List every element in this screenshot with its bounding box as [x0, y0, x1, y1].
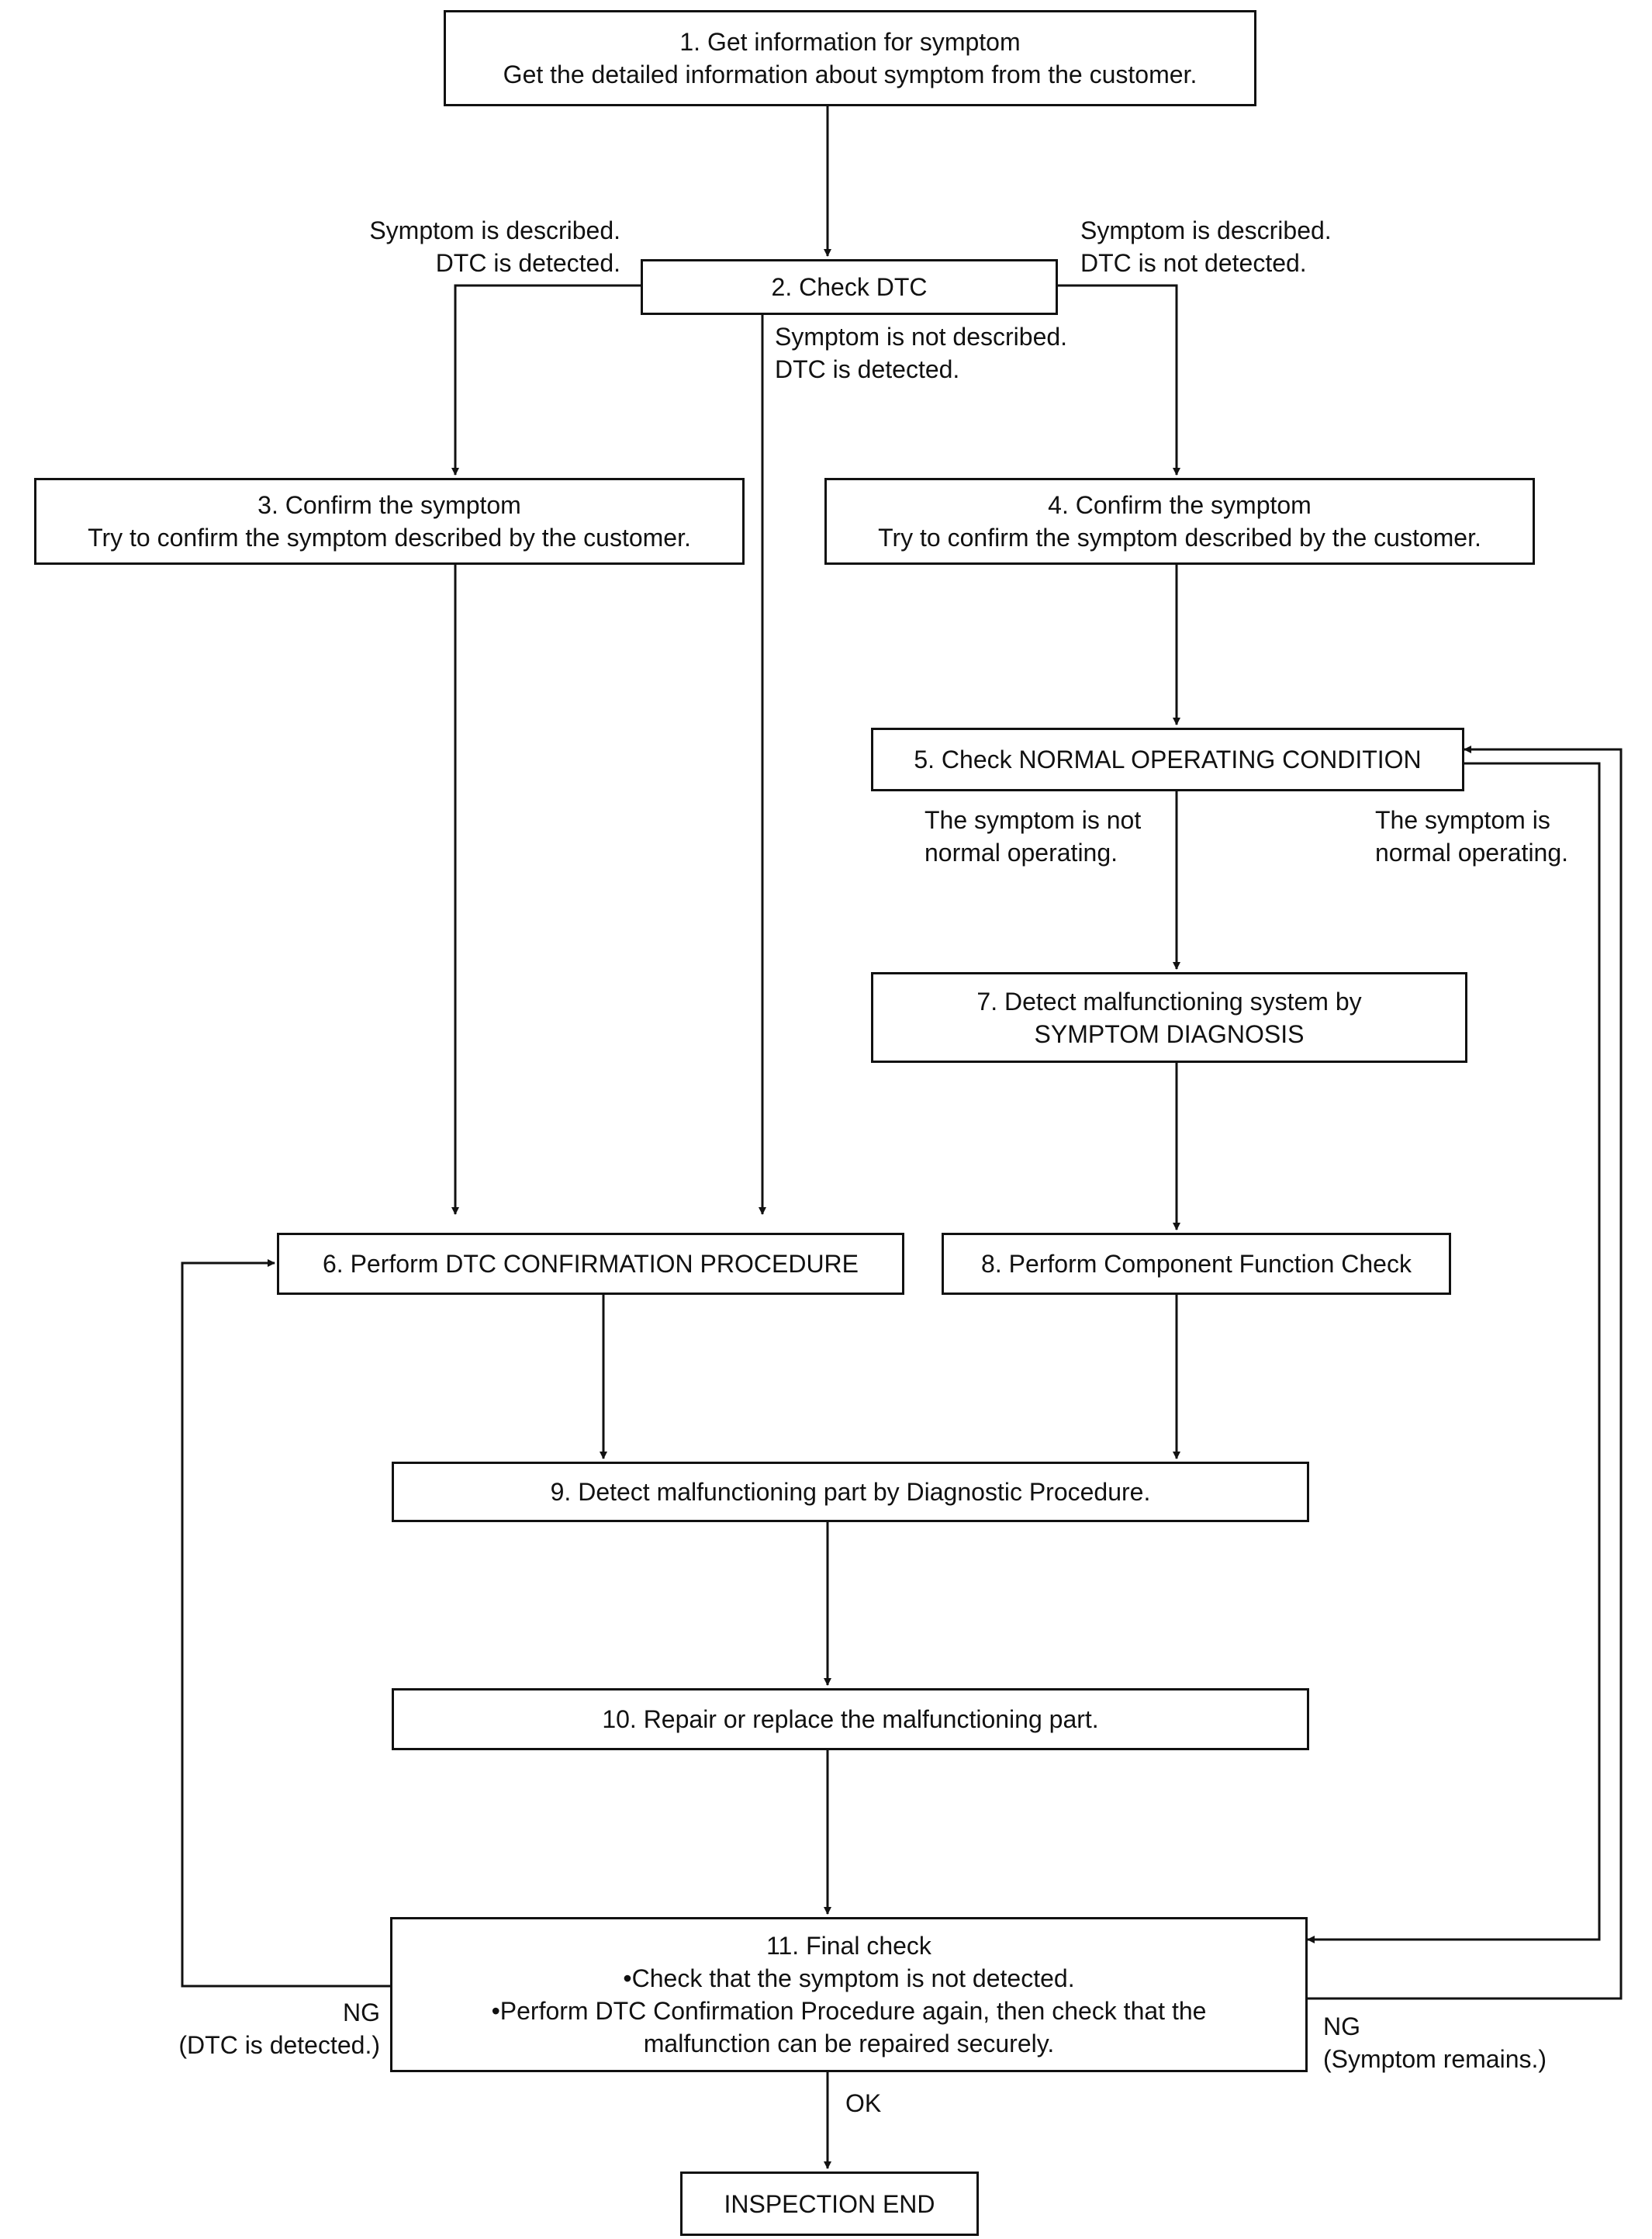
arrow-2-to-3	[451, 284, 641, 476]
inspection-end-box: INSPECTION END	[680, 2172, 979, 2236]
step-9-title: 9. Detect malfunctioning part by Diagnos…	[550, 1478, 1151, 1506]
step-9-box: 9. Detect malfunctioning part by Diagnos…	[392, 1462, 1309, 1522]
step-11-box: 11. Final check •Check that the symptom …	[390, 1917, 1308, 2072]
label-line: DTC is not detected.	[1080, 249, 1307, 277]
step-2-title: 2. Check DTC	[771, 273, 928, 301]
label-line: (Symptom remains.)	[1323, 2045, 1547, 2073]
label-line: NG	[1323, 2012, 1360, 2040]
step-4-box: 4. Confirm the symptom Try to confirm th…	[824, 478, 1535, 565]
step-6-box: 6. Perform DTC CONFIRMATION PROCEDURE	[277, 1233, 904, 1295]
step-8-title: 8. Perform Component Function Check	[981, 1250, 1412, 1278]
step-10-title: 10. Repair or replace the malfunctioning…	[602, 1705, 1099, 1733]
step-7-box: 7. Detect malfunctioning system by SYMPT…	[871, 972, 1467, 1063]
step-2-box: 2. Check DTC	[641, 259, 1058, 315]
label-line: Symptom is described.	[1080, 216, 1332, 244]
step-1-box: 1. Get information for symptom Get the d…	[444, 10, 1256, 106]
label-line: DTC is detected.	[435, 249, 620, 277]
arrow-5-to-11	[1307, 762, 1601, 1943]
step-8-box: 8. Perform Component Function Check	[942, 1233, 1451, 1295]
label-line: normal operating.	[924, 839, 1118, 867]
step-5-title: 5. Check NORMAL OPERATING CONDITION	[914, 746, 1422, 773]
label-symptom-described-dtc-detected: Symptom is described. DTC is detected.	[310, 214, 620, 279]
step-3-box: 3. Confirm the symptom Try to confirm th…	[34, 478, 745, 565]
label-ng-dtc-detected: NG (DTC is detected.)	[116, 1996, 380, 2061]
step-1-detail: Get the detailed information about sympt…	[503, 61, 1198, 88]
step-5-box: 5. Check NORMAL OPERATING CONDITION	[871, 728, 1464, 791]
step-7-detail: SYMPTOM DIAGNOSIS	[1034, 1019, 1305, 1048]
label-line: OK	[845, 2089, 882, 2117]
step-4-title: 4. Confirm the symptom	[1048, 491, 1312, 519]
label-symptom-described-dtc-not-detected: Symptom is described. DTC is not detecte…	[1080, 214, 1332, 279]
label-normal-operating: The symptom is normal operating.	[1375, 804, 1568, 869]
label-line: DTC is detected.	[775, 355, 960, 383]
label-line: NG	[343, 1998, 380, 2026]
label-line: Symptom is described.	[369, 216, 620, 244]
arrow-2-to-4	[1058, 284, 1180, 476]
step-4-detail: Try to confirm the symptom described by …	[878, 524, 1481, 552]
step-6-title: 6. Perform DTC CONFIRMATION PROCEDURE	[323, 1250, 859, 1278]
step-10-box: 10. Repair or replace the malfunctioning…	[392, 1688, 1309, 1750]
label-not-normal-operating: The symptom is not normal operating.	[924, 804, 1141, 869]
step-11-bullet-1: •Check that the symptom is not detected.	[623, 1964, 1075, 1992]
label-line: normal operating.	[1375, 839, 1569, 867]
arrow-11-ng-to-5	[1308, 746, 1623, 2000]
label-line: Symptom is not described.	[775, 323, 1068, 351]
label-line: The symptom is not	[924, 806, 1142, 834]
label-line: The symptom is	[1375, 806, 1550, 834]
inspection-end-title: INSPECTION END	[724, 2189, 935, 2218]
step-7-title: 7. Detect malfunctioning system by	[976, 987, 1362, 1016]
step-11-bullet-2: •Perform DTC Confirmation Procedure agai…	[491, 1997, 1207, 2025]
step-11-bullet-3: malfunction can be repaired securely.	[643, 2030, 1055, 2057]
label-ok: OK	[845, 2087, 881, 2120]
label-ng-symptom-remains: NG (Symptom remains.)	[1323, 2010, 1547, 2075]
step-1-title: 1. Get information for symptom	[679, 28, 1021, 56]
step-3-detail: Try to confirm the symptom described by …	[88, 524, 691, 552]
step-11-title: 11. Final check	[766, 1932, 931, 1960]
label-line: (DTC is detected.)	[178, 2031, 380, 2059]
label-symptom-not-described: Symptom is not described. DTC is detecte…	[775, 320, 1067, 386]
step-3-title: 3. Confirm the symptom	[257, 491, 521, 519]
arrow-11-ng-to-6	[181, 1259, 390, 1988]
